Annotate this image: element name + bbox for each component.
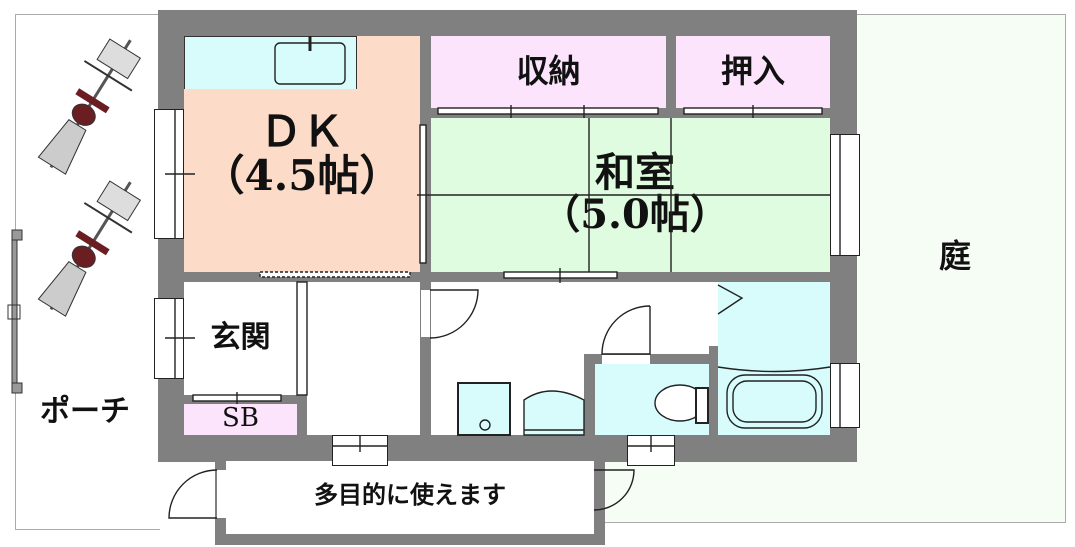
bicycle-icon bbox=[37, 38, 142, 175]
shuno-label: 収納 bbox=[516, 52, 581, 90]
hallway bbox=[307, 282, 420, 435]
genkan-label: 玄関 bbox=[210, 320, 271, 355]
dk-name: ＤＫ bbox=[259, 107, 344, 156]
gate-icon bbox=[7, 229, 23, 394]
dk-room-upper bbox=[357, 36, 420, 90]
dk-label: ＤＫ （4.5帖） bbox=[184, 107, 420, 201]
shuno-room bbox=[431, 36, 666, 108]
annex-label: 多目的に使えます bbox=[314, 480, 506, 509]
genkan-partition bbox=[296, 281, 308, 396]
genkan-room bbox=[184, 282, 297, 395]
washing-machine-pan bbox=[457, 382, 511, 436]
bathtub bbox=[726, 374, 823, 429]
shoebox-label: SB bbox=[222, 403, 259, 433]
washitsu-label: 和室 （5.0帖） bbox=[520, 152, 750, 236]
washitsu-size: （5.0帖） bbox=[540, 191, 730, 238]
annex-room bbox=[226, 461, 594, 534]
dk-size: （4.5帖） bbox=[202, 151, 402, 201]
dk-room bbox=[184, 89, 420, 272]
oshiire-room bbox=[676, 36, 830, 108]
sliding-door-dk-washitsu bbox=[419, 124, 427, 264]
garden-label: 庭 bbox=[938, 237, 971, 275]
window-bath-east bbox=[830, 363, 860, 428]
shoebox bbox=[184, 404, 297, 435]
washbasin bbox=[523, 390, 585, 436]
porch-label: ポーチ bbox=[40, 394, 130, 429]
oshiire-label: 押入 bbox=[720, 52, 785, 90]
swing-door-annex-east bbox=[593, 469, 635, 511]
sliding-door-dk-south bbox=[259, 271, 411, 278]
swing-door-washroom bbox=[429, 289, 479, 339]
swing-door-annex-west bbox=[168, 469, 218, 519]
window-washitsu-east bbox=[830, 134, 860, 256]
swing-door-toilet bbox=[601, 305, 651, 355]
sliding-door-shuno bbox=[437, 107, 659, 115]
folding-door-bath bbox=[717, 284, 744, 315]
washitsu-name: 和室 bbox=[595, 149, 675, 196]
bicycle-icon bbox=[37, 180, 142, 317]
